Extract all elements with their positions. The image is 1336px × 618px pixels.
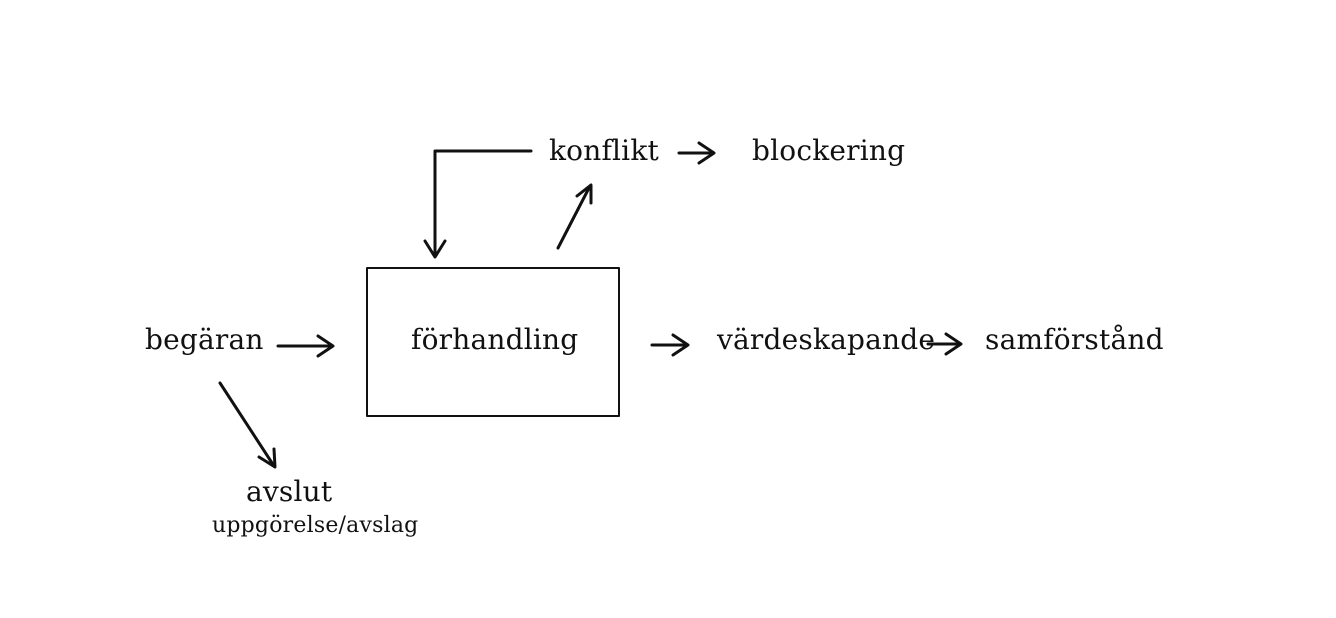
arrow-request-to-closure: [218, 381, 277, 469]
node-value-creation: värdeskapande: [717, 323, 936, 356]
node-closure: avslut: [246, 475, 333, 508]
node-blocking: blockering: [752, 134, 906, 167]
arrow-negotiation-to-value-creation: [650, 333, 690, 357]
arrow-conflict-to-blocking: [677, 141, 716, 165]
node-negotiation: förhandling: [411, 323, 579, 356]
node-conflict: konflikt: [549, 134, 659, 167]
arrow-value-creation-to-consensus: [926, 332, 963, 356]
arrow-conflict-back-to-negotiation: [423, 149, 533, 259]
node-request: begäran: [145, 323, 264, 356]
node-consensus: samförstånd: [985, 323, 1164, 356]
arrow-negotiation-to-conflict: [556, 183, 593, 250]
arrow-request-to-negotiation: [276, 334, 335, 358]
negotiation-box: [366, 267, 620, 417]
node-closure-detail: uppgörelse/avslag: [212, 513, 419, 538]
